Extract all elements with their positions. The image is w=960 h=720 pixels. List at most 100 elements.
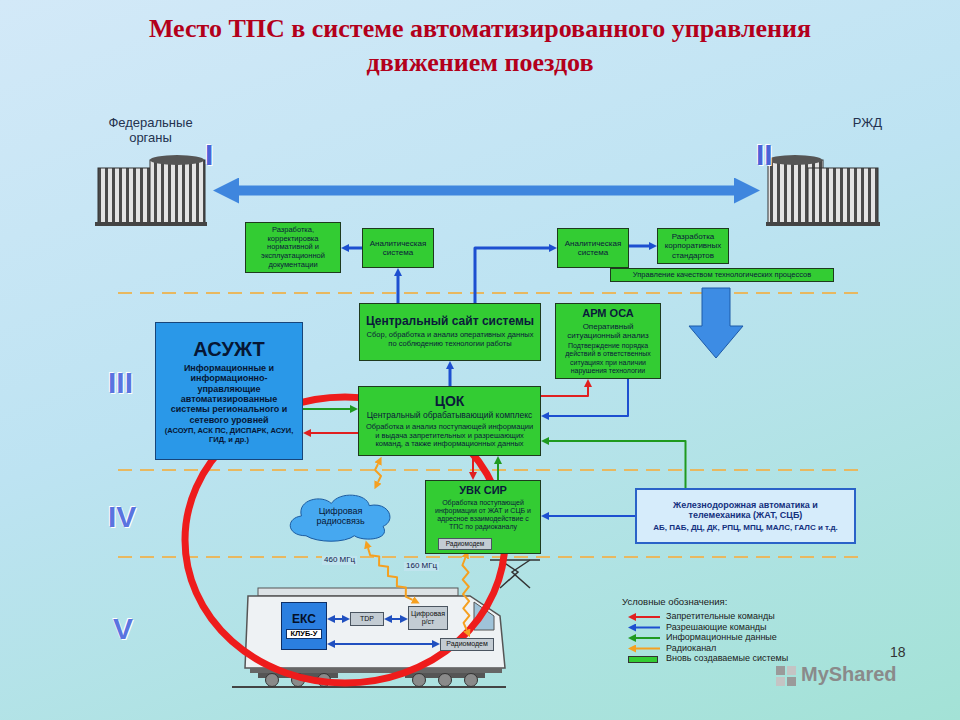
connector xyxy=(335,618,342,620)
node-title: АРМ ОСА xyxy=(582,307,634,320)
node-text: Центральный обрабатывающий комплекс xyxy=(367,411,533,421)
node-title: Цифровая р/ст xyxy=(411,610,445,626)
process-box: Разработка корпоративных стандартов xyxy=(657,228,729,264)
node-text: Обработка и анализ поступающей информаци… xyxy=(363,423,536,449)
connector xyxy=(475,248,549,303)
locomotive xyxy=(413,674,426,687)
process-bar: Управление качеством технологических про… xyxy=(610,268,834,282)
legend-text: Запретительные команды xyxy=(666,612,775,622)
process-box: Аналитическая система xyxy=(362,228,434,268)
legend-line xyxy=(636,648,660,650)
level-number: V xyxy=(113,612,133,645)
locomotive xyxy=(512,560,530,588)
building-icon xyxy=(150,160,205,224)
locomotive xyxy=(465,674,478,687)
device-box: TDP xyxy=(350,612,384,626)
process-box: ЦОК Центральный обрабатывающий комплексОб… xyxy=(358,386,541,456)
building-icon xyxy=(808,168,878,224)
node-title: Железнодорожная автоматика и телемеханик… xyxy=(641,500,850,521)
level-divider xyxy=(118,556,862,558)
radio-link xyxy=(368,548,412,600)
node-title: Разработка, корректировка нормативной и … xyxy=(250,226,336,269)
level-number: I xyxy=(205,138,213,171)
cloud-node: Цифровая радиосвязь xyxy=(283,490,398,542)
connector xyxy=(349,247,362,250)
building-icon xyxy=(766,222,880,226)
watermark-icon xyxy=(776,666,796,686)
connector xyxy=(497,464,499,480)
down-arrow xyxy=(689,288,743,358)
locomotive xyxy=(490,559,540,561)
locomotive xyxy=(258,588,458,596)
node-text: Оперативный ситуационный анализ xyxy=(560,322,656,340)
building-node: РЖД xyxy=(760,116,882,225)
node-title: Радиомодем xyxy=(446,640,488,648)
watermark: MyShared xyxy=(801,663,897,685)
connector xyxy=(629,245,649,248)
node-text: (АСОУП, АСК ПС, ДИСПАРК, АСУИ, ГИД, и др… xyxy=(162,427,296,444)
legend-text: Радиоканал xyxy=(666,644,716,654)
frequency-label: 460 МГц xyxy=(322,556,357,565)
connector xyxy=(239,186,734,196)
node-title: TDP xyxy=(360,615,374,623)
node-text: Сбор, обработка и анализ оперативных дан… xyxy=(364,331,536,348)
node-title: Управление качеством технологических про… xyxy=(633,271,811,280)
legend-line xyxy=(636,637,660,639)
node-title: ЦОК xyxy=(435,393,465,409)
process-box: Центральный сайт системыСбор, обработка … xyxy=(359,303,541,361)
node-title: Аналитическая система xyxy=(367,239,429,257)
process-box: АРМ ОСАОперативный ситуационный анализПо… xyxy=(555,303,661,379)
level-number: IV xyxy=(108,500,136,533)
node-text: Информационные и информационно-управляющ… xyxy=(162,363,296,425)
connector xyxy=(397,276,400,303)
legend-text: Информационные данные xyxy=(666,633,777,643)
legend-title: Условные обозначения: xyxy=(622,597,727,607)
device-box: Радиомодем xyxy=(438,538,492,550)
page-number: 18 xyxy=(890,645,906,660)
level-divider xyxy=(118,292,862,294)
down-arrow xyxy=(689,288,743,358)
node-title: Цифровая радиосвязь xyxy=(299,506,382,527)
level-divider xyxy=(118,293,862,557)
connector xyxy=(449,369,452,386)
connector xyxy=(541,387,588,396)
node-title: Федеральные органы xyxy=(88,116,213,146)
building-node: Федеральные органы xyxy=(88,116,213,225)
device-box: Цифровая р/ст xyxy=(408,606,448,630)
title: Место ТПС в системе автоматизированного … xyxy=(90,12,870,80)
connector xyxy=(392,618,400,620)
building-icon xyxy=(150,155,204,165)
node-title: УВК СИР xyxy=(459,484,507,497)
building-icon xyxy=(95,222,207,226)
watermark-icon xyxy=(787,677,796,686)
connector xyxy=(549,441,686,488)
cloud-outline xyxy=(290,495,390,541)
connector xyxy=(303,408,350,410)
process-box: Разработка, корректировка нормативной и … xyxy=(245,222,341,273)
level-divider xyxy=(118,469,862,471)
node-title: ЕКС xyxy=(292,613,316,627)
node-title: АСУЖТ xyxy=(193,338,264,361)
legend-text: Разрешающие команды xyxy=(666,623,767,633)
node-title: Аналитическая система xyxy=(562,239,624,257)
radio-link xyxy=(462,558,469,630)
legend-samples xyxy=(636,617,660,649)
connectors xyxy=(239,191,734,645)
node-text: АБ, ПАБ, ДЦ, ДК, РПЦ, МПЦ, МАЛС, ГАЛС и … xyxy=(653,523,838,532)
watermark-icon xyxy=(776,677,785,686)
process-box: Аналитическая система xyxy=(557,228,629,268)
system-box: АСУЖТИнформационные и информационно-упра… xyxy=(155,322,303,460)
legend-text: Вновь создаваемые системы xyxy=(666,654,788,664)
connector xyxy=(335,643,432,645)
legend-line xyxy=(636,627,660,629)
connector xyxy=(549,515,635,517)
node-title: Центральный сайт системы xyxy=(366,315,534,329)
device-box: ЕКСКЛУБ-У xyxy=(281,602,327,650)
legend-swatch xyxy=(628,656,658,663)
watermark-icon xyxy=(776,666,785,675)
process-box: УВК СИРОбработка поступающей информации … xyxy=(425,480,541,554)
connector xyxy=(472,456,474,472)
building-icon xyxy=(768,155,822,165)
locomotive xyxy=(439,674,452,687)
